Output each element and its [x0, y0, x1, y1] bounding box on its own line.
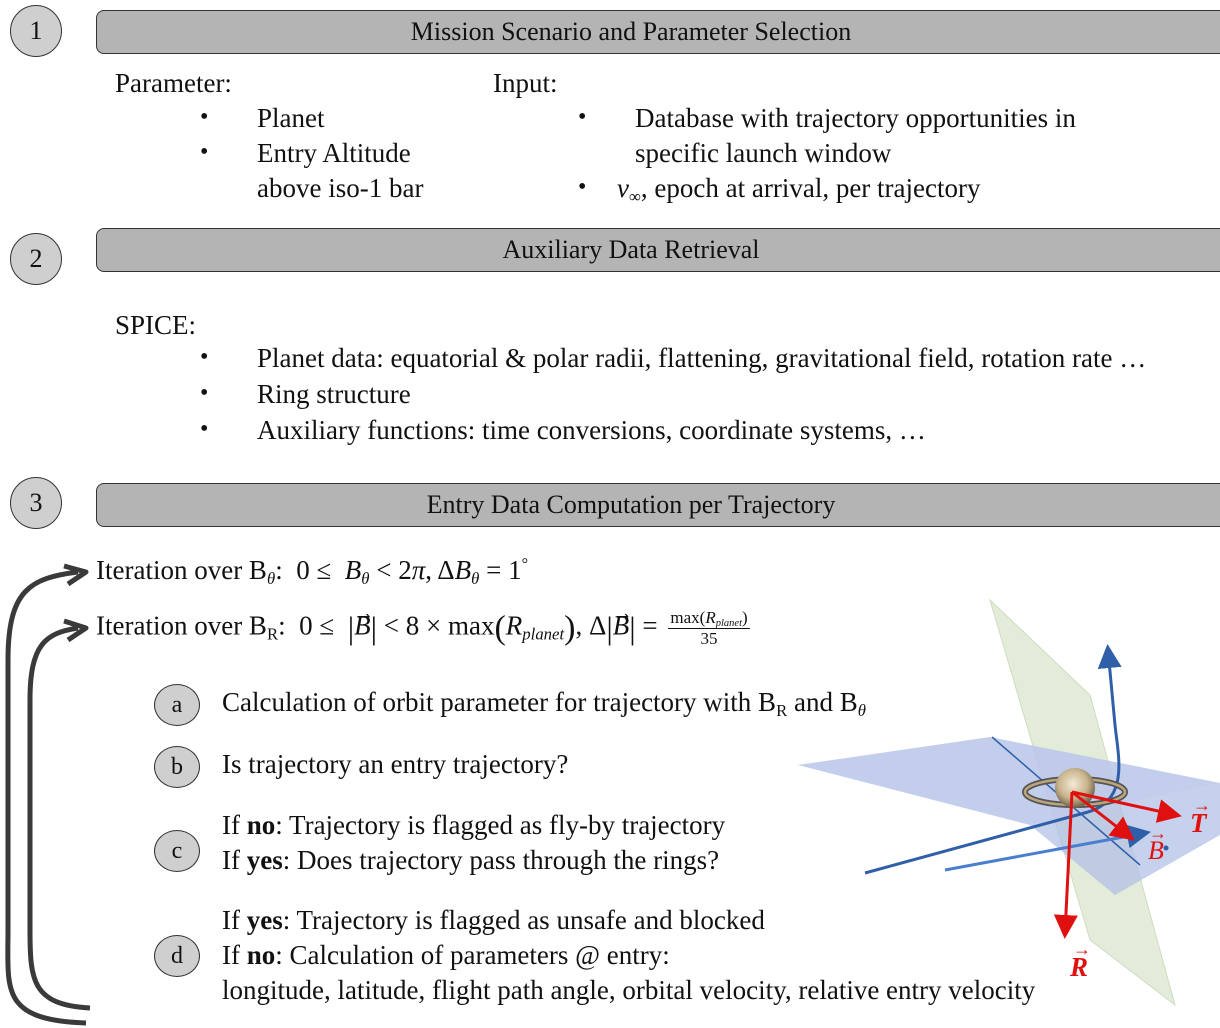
sub-step-a-text: Calculation of orbit parameter for traje…	[222, 687, 866, 721]
sub-step-c-line1: If no: Trajectory is flagged as fly-by t…	[222, 810, 725, 841]
text-suffix: : Trajectory is flagged as fly-by trajec…	[275, 810, 726, 840]
text-suffix: : Does trajectory pass through the rings…	[282, 845, 720, 875]
step-2-header: Auxiliary Data Retrieval	[96, 228, 1220, 272]
iteration-b-theta: Iteration over Bθ: 0 ≤ Bθ < 2π, ΔBθ = 1°	[96, 555, 529, 589]
sub-step-c-line2: If yes: Does trajectory pass through the…	[222, 845, 719, 876]
input-vinf-text: , epoch at arrival, per trajectory	[640, 173, 981, 203]
sub-step-d-line2: If no: Calculation of parameters @ entry…	[222, 940, 670, 971]
planet-body	[1055, 768, 1095, 808]
step-3-number: 3	[10, 477, 62, 529]
loop-arrows	[5, 563, 91, 1026]
parameter-entry-altitude-cont: above iso-1 bar	[257, 173, 424, 203]
sub-step-c-marker: c	[154, 830, 200, 872]
iteration-b-r-prefix: Iteration over B	[96, 610, 267, 641]
sub-step-d-line1: If yes: Trajectory is flagged as unsafe …	[222, 905, 765, 936]
spice-label: SPICE:	[115, 310, 197, 340]
sub-step-b-marker: b	[154, 746, 200, 788]
text-prefix: If	[222, 810, 247, 840]
input-database: Database with trajectory opportunities i…	[635, 103, 1076, 133]
sub-step-b-text: Is trajectory an entry trajectory?	[222, 749, 569, 779]
sub-step-d-marker: d	[154, 935, 200, 977]
bullet-dot: •	[200, 416, 209, 442]
spice-planet-data: Planet data: equatorial & polar radii, f…	[257, 343, 1147, 373]
text-bold: no	[246, 940, 276, 970]
b-plane-figure	[798, 598, 1220, 1007]
text-suffix: : Calculation of parameters @ entry:	[275, 940, 670, 970]
r-vector-arrow	[1053, 791, 1078, 939]
text-prefix: If	[222, 940, 247, 970]
label-r-vector: →R	[1070, 939, 1091, 982]
text-suffix: : Trajectory is flagged as unsafe and bl…	[282, 905, 765, 935]
spice-aux-functions: Auxiliary functions: time conversions, c…	[257, 415, 926, 445]
bullet-dot: •	[200, 380, 209, 406]
spice-ring-structure: Ring structure	[257, 379, 411, 409]
label-b-vector: →B	[1148, 823, 1167, 865]
text-bold: no	[246, 810, 276, 840]
step-1-header: Mission Scenario and Parameter Selection	[96, 10, 1220, 54]
sub-step-a-label: Calculation of orbit parameter for traje…	[222, 687, 777, 717]
sub-step-a-marker: a	[154, 684, 200, 726]
sub-step-a-label-mid: and B	[787, 687, 858, 717]
text-prefix: If	[222, 845, 247, 875]
iteration-b-r: Iteration over BR: 0 ≤ |B⃗| < 8 × max(Rp…	[96, 608, 750, 648]
sub-step-d-line3: longitude, latitude, flight path angle, …	[222, 975, 1036, 1005]
text-bold: yes	[246, 845, 283, 875]
input-label: Input:	[493, 68, 558, 98]
bullet-dot: •	[200, 104, 209, 130]
input-vinf: v∞, epoch at arrival, per trajectory	[617, 173, 981, 207]
label-t-vector: →T	[1190, 795, 1211, 838]
step-3-header: Entry Data Computation per Trajectory	[96, 483, 1220, 527]
text-prefix: If	[222, 905, 247, 935]
delta-b-fraction: max(Rplanet)35	[668, 608, 750, 648]
parameter-entry-altitude: Entry Altitude	[257, 138, 411, 168]
step-2-number: 2	[10, 233, 62, 285]
parameter-label: Parameter:	[115, 68, 232, 98]
t-vector-arrow	[1071, 790, 1182, 823]
b-vector-arrow	[1071, 790, 1135, 841]
text-bold: yes	[246, 905, 283, 935]
input-database-cont: specific launch window	[635, 138, 892, 168]
iteration-b-theta-prefix: Iteration over B	[96, 555, 267, 585]
bullet-dot: •	[578, 104, 587, 130]
step-1-number: 1	[10, 5, 62, 57]
parameter-planet: Planet	[257, 103, 325, 133]
bullet-dot: •	[200, 344, 209, 370]
bullet-dot: •	[578, 174, 587, 200]
incoming-trajectory	[864, 810, 1089, 875]
b-point	[1163, 845, 1169, 851]
bullet-dot: •	[200, 139, 209, 165]
